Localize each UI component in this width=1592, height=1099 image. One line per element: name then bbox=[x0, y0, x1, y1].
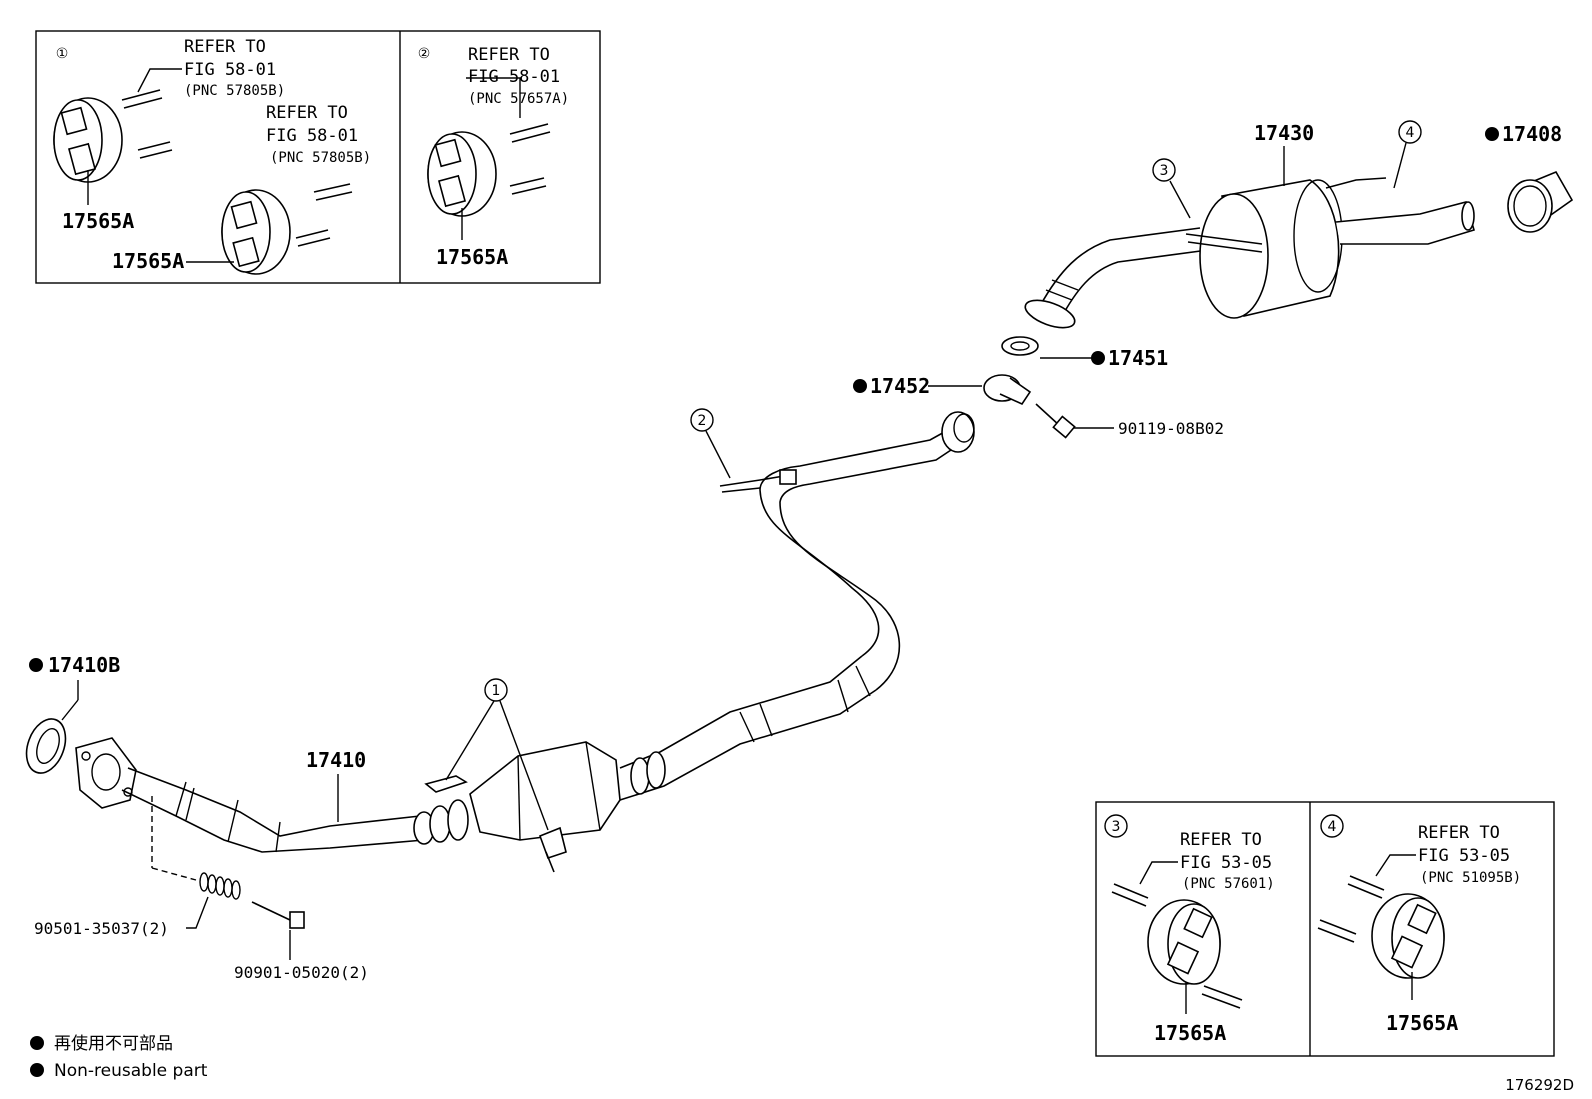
inset-2-part: 17565A bbox=[436, 245, 508, 269]
inset-1-ref-b-line1: REFER TO bbox=[266, 103, 348, 123]
figure-id: 176292D bbox=[1505, 1076, 1574, 1094]
pin-rod bbox=[509, 123, 551, 195]
svg-text:4: 4 bbox=[1406, 125, 1415, 141]
bolt-icon bbox=[251, 901, 305, 929]
inset-3-ref-line1: REFER TO bbox=[1180, 830, 1262, 850]
svg-text:3: 3 bbox=[1160, 163, 1169, 179]
part-90501-35037: 90501-35037(2) bbox=[34, 919, 169, 938]
non-reusable-dot bbox=[29, 658, 43, 672]
part-17451: 17451 bbox=[1108, 346, 1168, 370]
tailpipe-finisher-icon bbox=[1507, 170, 1574, 233]
non-reusable-dot bbox=[30, 1063, 44, 1077]
inset-4-ref-line1: REFER TO bbox=[1418, 823, 1500, 843]
part-17410b: 17410B bbox=[48, 653, 120, 677]
inset-4: 4 REFER TO FIG 53-05 (PNC 51095B) 17565A bbox=[1317, 814, 1521, 1035]
spring-icon bbox=[151, 796, 241, 900]
non-reusable-dot bbox=[1091, 351, 1105, 365]
bolt-icon bbox=[1035, 403, 1076, 439]
legend-jp: 再使用不可部品 bbox=[54, 1033, 173, 1054]
exhaust-clamp-icon bbox=[983, 374, 1032, 406]
inset-4-badge: 4 bbox=[1328, 819, 1337, 835]
callout-1: 1 bbox=[445, 678, 549, 831]
inset-2-ref-line2: FIG 58-01 bbox=[468, 67, 560, 87]
inset-1-ref-a-line3: (PNC 57805B) bbox=[184, 83, 285, 99]
inset-4-part: 17565A bbox=[1386, 1011, 1458, 1035]
part-90901-05020: 90901-05020(2) bbox=[234, 963, 369, 982]
inset-3-part: 17565A bbox=[1154, 1021, 1226, 1045]
inset-box-bottom bbox=[1095, 801, 1555, 1057]
inset-1-ref-b-line2: FIG 58-01 bbox=[266, 126, 358, 146]
inset-box-top bbox=[35, 30, 601, 284]
gasket-ring-icon bbox=[25, 718, 67, 774]
inset-1-ref-b-line3: (PNC 57805B) bbox=[270, 150, 371, 166]
rubber-hanger-icon bbox=[1147, 899, 1221, 985]
part-17410: 17410 bbox=[306, 748, 366, 772]
inset-4-ref-line2: FIG 53-05 bbox=[1418, 846, 1510, 866]
inset-2: ② REFER TO FIG 58-01 (PNC 57657A) 17565A bbox=[418, 45, 569, 269]
pin-rod bbox=[121, 89, 173, 159]
inset-1-badge: ① bbox=[56, 46, 69, 62]
rubber-hanger-icon bbox=[427, 131, 497, 217]
inset-3: 3 REFER TO FIG 53-05 (PNC 57601) 17565A bbox=[1104, 814, 1275, 1045]
legend: 再使用不可部品 Non-reusable part bbox=[30, 1033, 208, 1081]
inset-1: ① REFER TO FIG 58-01 (PNC 57805B) 17565A… bbox=[53, 37, 371, 275]
inset-2-ref-line3: (PNC 57657A) bbox=[468, 91, 569, 107]
pin-rod bbox=[295, 183, 353, 247]
part-17452: 17452 bbox=[870, 374, 930, 398]
legend-en: Non-reusable part bbox=[54, 1061, 208, 1081]
main-exhaust-pipe bbox=[75, 411, 975, 873]
inset-3-ref-line2: FIG 53-05 bbox=[1180, 853, 1272, 873]
rubber-hanger-icon bbox=[221, 189, 291, 275]
inset-2-badge: ② bbox=[418, 46, 431, 62]
gasket-ring-icon bbox=[1001, 336, 1039, 356]
muffler-assembly bbox=[1024, 177, 1475, 329]
inset-1-ref-a-line2: FIG 58-01 bbox=[184, 60, 276, 80]
part-17408: 17408 bbox=[1502, 122, 1562, 146]
inset-3-ref-line3: (PNC 57601) bbox=[1182, 876, 1275, 892]
inset-1-part-b: 17565A bbox=[112, 249, 184, 273]
pin-rod bbox=[1317, 875, 1385, 943]
inset-3-badge: 3 bbox=[1112, 819, 1121, 835]
pin-rod bbox=[1111, 883, 1243, 1009]
part-90119-08b02: 90119-08B02 bbox=[1118, 419, 1224, 438]
rubber-hanger-icon bbox=[53, 97, 123, 183]
callout-3: 3 bbox=[1152, 158, 1191, 219]
non-reusable-dot bbox=[30, 1036, 44, 1050]
callout-2: 2 bbox=[690, 408, 731, 479]
callout-4: 4 bbox=[1393, 120, 1422, 189]
inset-1-ref-a-line1: REFER TO bbox=[184, 37, 266, 57]
part-17430: 17430 bbox=[1254, 121, 1314, 145]
svg-text:2: 2 bbox=[698, 413, 707, 429]
inset-4-ref-line3: (PNC 51095B) bbox=[1420, 870, 1521, 886]
rubber-hanger-icon bbox=[1371, 893, 1445, 979]
svg-text:1: 1 bbox=[492, 683, 501, 699]
inset-2-ref-line1: REFER TO bbox=[468, 45, 550, 65]
non-reusable-dot bbox=[1485, 127, 1499, 141]
inset-1-part-a: 17565A bbox=[62, 209, 134, 233]
non-reusable-dot bbox=[853, 379, 867, 393]
